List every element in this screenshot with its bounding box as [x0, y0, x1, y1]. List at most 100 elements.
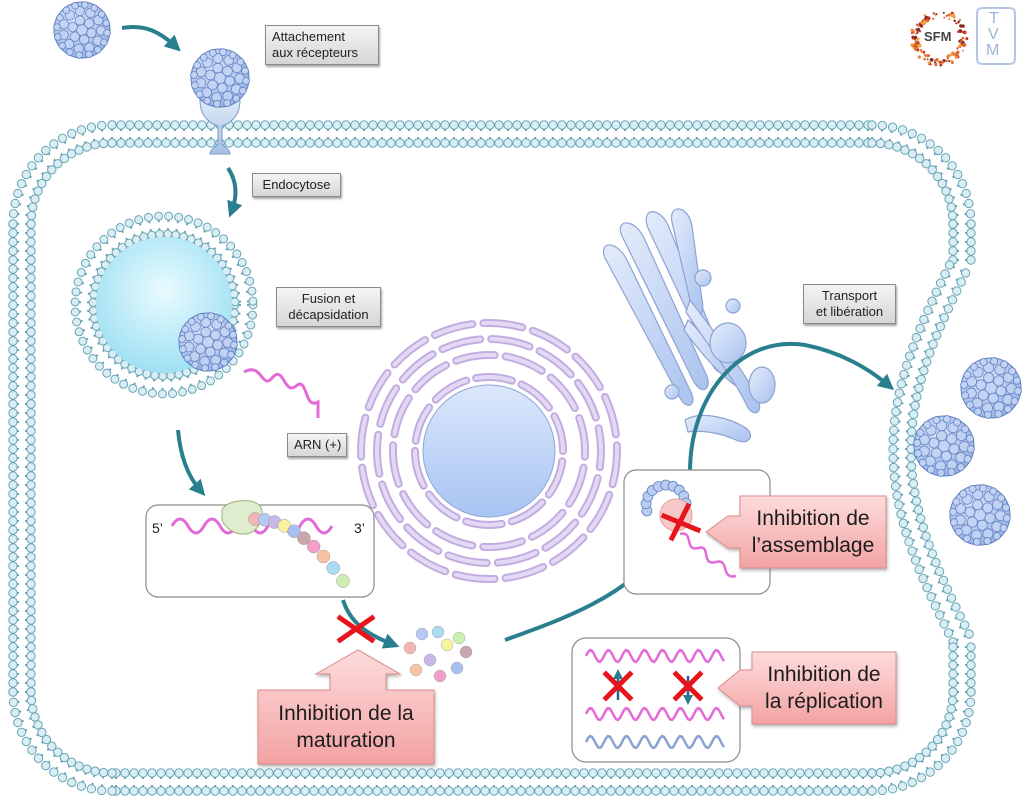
capsomer — [913, 438, 922, 447]
lipid-head — [386, 120, 396, 130]
lipid-head — [854, 138, 864, 148]
sfm-logo-text: SFM — [924, 29, 952, 44]
lipid-head — [8, 471, 18, 481]
lipid-head — [359, 120, 369, 130]
capsomer — [995, 385, 1007, 397]
lipid-head — [961, 717, 971, 728]
lipid-head — [70, 297, 80, 307]
lipid-head — [940, 269, 950, 279]
lipid-head — [741, 768, 751, 778]
sfm-dot — [965, 37, 969, 41]
lipid-head — [485, 120, 495, 130]
tvm-logo-t: T — [989, 10, 999, 27]
label-transport: Transport et libération — [803, 284, 896, 324]
capsomer — [949, 507, 958, 516]
lipid-head — [932, 734, 943, 745]
sfm-dot — [921, 51, 924, 54]
lipid-head — [931, 287, 941, 297]
lipid-head — [889, 472, 900, 482]
lipid-head — [932, 171, 943, 182]
lipid-head — [296, 120, 306, 130]
capsomer — [918, 458, 927, 467]
sfm-dot — [956, 30, 960, 33]
lipid-head — [350, 120, 360, 130]
inhibition-replication-text: Inhibition de la réplication — [752, 652, 896, 724]
capsomer — [979, 484, 988, 493]
capsomer — [936, 420, 948, 432]
lipid-head — [26, 606, 36, 616]
sfm-dot — [914, 47, 918, 51]
lipid-head — [656, 138, 666, 148]
lipid-head — [904, 537, 914, 547]
lipid-head — [8, 408, 18, 418]
lipid-head — [399, 786, 409, 796]
lipid-head — [134, 138, 144, 148]
lipid-head — [719, 138, 729, 148]
lipid-head — [660, 768, 670, 778]
lipid-head — [8, 208, 19, 219]
capsomer — [994, 409, 1003, 418]
lipid-head — [947, 210, 958, 221]
sfm-dot — [914, 41, 918, 44]
lipid-head — [966, 669, 976, 679]
lipid-head — [942, 584, 953, 594]
capsomer — [993, 375, 1005, 387]
lipid-head — [927, 296, 937, 306]
virus-particle-extracellular — [53, 1, 111, 59]
inhibition-maturation-line2: maturation — [296, 729, 396, 752]
lipid-head — [246, 786, 256, 796]
lipid-head — [74, 145, 84, 155]
lipid-head — [8, 417, 18, 427]
lipid-head — [134, 120, 144, 130]
lipid-head — [264, 786, 274, 796]
lipid-head — [888, 444, 898, 454]
lipid-head — [345, 768, 355, 778]
lipid-head — [539, 138, 549, 148]
lipid-head — [188, 138, 198, 148]
sfm-dot — [926, 16, 931, 20]
lipid-head — [247, 286, 257, 296]
sfm-dot — [915, 38, 919, 42]
lipid-head — [354, 768, 364, 778]
lipid-head — [41, 171, 52, 182]
lipid-head — [548, 120, 558, 130]
lipid-head — [47, 165, 57, 175]
lipid-head — [197, 138, 207, 148]
lipid-head — [110, 374, 120, 384]
viral-protein — [431, 625, 445, 639]
lipid-head — [890, 481, 901, 491]
lipid-head — [593, 138, 603, 148]
lipid-head — [161, 120, 171, 130]
lipid-head — [76, 267, 86, 277]
genome-rna — [679, 532, 737, 578]
endosome — [70, 211, 258, 399]
lipid-head — [907, 777, 917, 788]
capsomer — [959, 489, 968, 498]
lipid-head — [26, 399, 36, 409]
lipid-head — [516, 768, 526, 778]
lipid-head — [26, 354, 36, 364]
sfm-dot — [962, 43, 967, 48]
capsomer — [984, 512, 996, 524]
capsomer — [183, 354, 192, 363]
lipid-head — [359, 138, 369, 148]
lipid-head — [82, 345, 92, 355]
lipid-head — [26, 381, 36, 391]
lipid-head — [154, 211, 164, 221]
lipid-head — [900, 145, 910, 155]
lipid-head — [243, 330, 253, 340]
lipid-head — [332, 120, 342, 130]
lipid-head — [57, 773, 68, 783]
lipid-head — [633, 768, 643, 778]
viral-protein — [403, 641, 417, 655]
rna-strand — [243, 368, 320, 418]
sfm-logo — [910, 11, 969, 67]
lipid-head — [907, 128, 917, 139]
sfm-dot — [916, 27, 921, 32]
capsomer — [204, 346, 216, 358]
lipid-head — [99, 234, 109, 244]
lipid-head — [174, 212, 184, 222]
lipid-head — [26, 417, 36, 427]
viral-protein — [415, 627, 429, 641]
lipid-head — [944, 712, 954, 722]
